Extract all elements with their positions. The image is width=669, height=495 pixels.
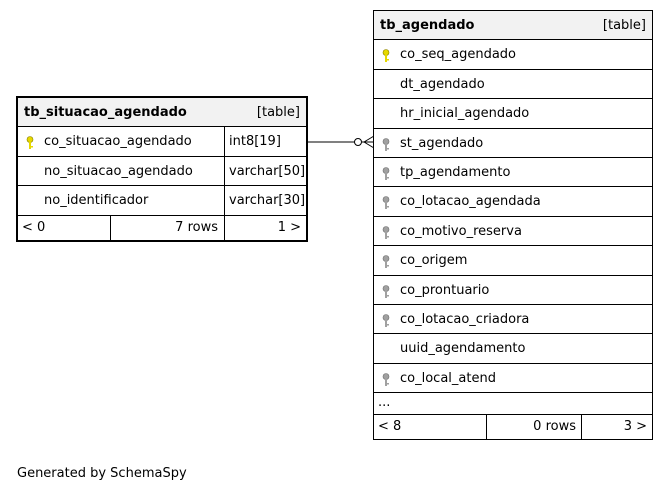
crowfoot-lower — [363, 141, 375, 149]
column-row: tp_agendamento — [374, 158, 652, 188]
crowfoot-upper — [363, 135, 375, 143]
column-row: co_origem — [374, 246, 652, 276]
column-row: co_local_atend — [374, 364, 652, 394]
foreign-key-icon — [382, 314, 390, 327]
column-row: co_situacao_agendado int8[19] — [18, 127, 306, 157]
zero-cardinality-circle — [354, 138, 362, 146]
foreign-key-icon — [382, 372, 390, 386]
row-count: 0 rows — [533, 419, 576, 435]
table-situacao-agendado[interactable]: tb_situacao_agendado [table] co_situacao… — [16, 96, 308, 242]
column-name: no_identificador — [44, 193, 149, 209]
column-row: uuid_agendamento — [374, 334, 652, 364]
column-name: co_seq_agendado — [400, 47, 517, 63]
column-name: st_agendado — [400, 135, 484, 151]
column-row: dt_agendado — [374, 70, 652, 100]
ellipsis: ... — [378, 395, 391, 411]
column-row: hr_inicial_agendado — [374, 99, 652, 129]
parents-link[interactable]: < 8 — [378, 419, 402, 435]
foreign-key-icon — [382, 196, 390, 210]
table-name: tb_situacao_agendado — [24, 105, 187, 120]
column-row: no_situacao_agendado varchar[50] — [18, 156, 306, 187]
column-name: uuid_agendamento — [400, 341, 526, 357]
column-name: co_prontuario — [400, 282, 490, 298]
row-count: 7 rows — [175, 219, 218, 235]
primary-key-icon — [382, 49, 390, 63]
foreign-key-icon — [382, 137, 390, 151]
column-name: co_lotacao_agendada — [400, 194, 541, 210]
table-type-label: [table] — [256, 105, 300, 120]
column-name: co_local_atend — [400, 370, 496, 386]
foreign-key-icon — [382, 284, 390, 298]
column-type: varchar[30] — [229, 193, 306, 209]
generated-by-credit: Generated by SchemaSpy — [17, 466, 187, 481]
column-row: co_prontuario — [374, 276, 652, 305]
column-name: dt_agendado — [400, 76, 485, 92]
column-name: co_origem — [400, 253, 468, 269]
table-header: tb_situacao_agendado [table] — [18, 98, 306, 128]
column-row: co_motivo_reserva — [374, 217, 652, 247]
parents-link[interactable]: < 0 — [22, 219, 46, 235]
children-link[interactable]: 1 > — [277, 219, 301, 235]
column-name: co_lotacao_criadora — [400, 311, 530, 327]
column-name: tp_agendamento — [400, 164, 511, 180]
foreign-key-icon — [382, 167, 390, 180]
column-row: no_identificador varchar[30] — [18, 186, 306, 216]
column-row: co_lotacao_criadora — [374, 305, 652, 335]
primary-key-icon — [26, 136, 34, 150]
table-header: tb_agendado [table] — [374, 11, 652, 41]
column-type: varchar[50] — [229, 163, 306, 179]
column-name: co_motivo_reserva — [400, 223, 522, 239]
table-footer: < 0 7 rows 1 > — [18, 215, 306, 241]
table-footer: < 8 0 rows 3 > — [374, 415, 652, 441]
table-name: tb_agendado — [380, 18, 475, 33]
column-name: no_situacao_agendado — [44, 163, 193, 179]
table-type-label: [table] — [602, 18, 646, 33]
column-type: int8[19] — [229, 134, 281, 150]
foreign-key-icon — [382, 255, 390, 269]
column-row: st_agendado — [374, 129, 652, 158]
foreign-key-icon — [382, 225, 390, 239]
children-link[interactable]: 3 > — [623, 419, 647, 435]
column-name: hr_inicial_agendado — [400, 106, 530, 122]
column-row: co_lotacao_agendada — [374, 187, 652, 217]
more-columns-row: ... — [374, 393, 652, 416]
table-agendado[interactable]: tb_agendado [table] co_seq_agendado dt_a… — [373, 10, 653, 441]
column-row: co_seq_agendado — [374, 40, 652, 70]
column-name: co_situacao_agendado — [44, 134, 192, 150]
